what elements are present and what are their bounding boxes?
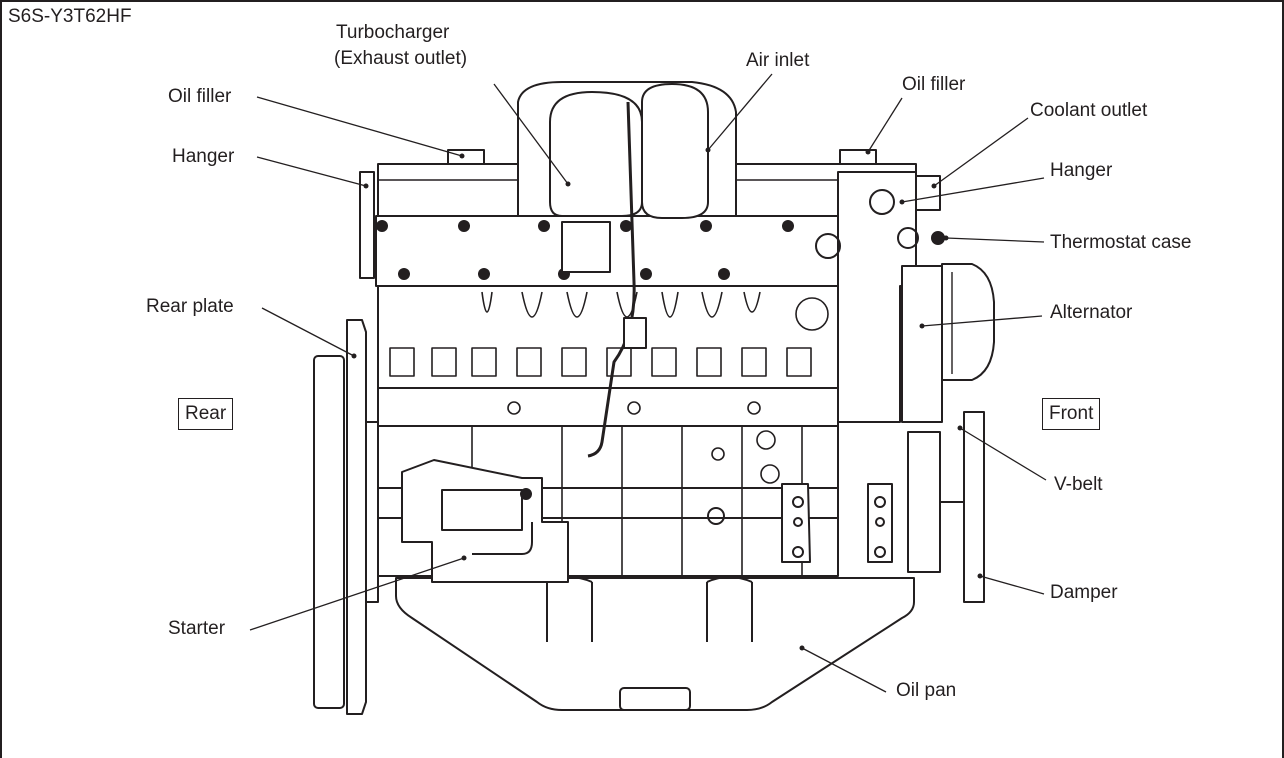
label-oil-pan: Oil pan (896, 680, 957, 701)
label-exhaust-outlet: (Exhaust outlet) (334, 48, 468, 69)
block-holes (507, 297, 829, 484)
label-v-belt: V-belt (1054, 474, 1103, 495)
block-ribs (481, 291, 761, 318)
coolant-outlet-part (915, 175, 941, 211)
rear-plate-part (346, 319, 367, 715)
label-damper: Damper (1050, 582, 1118, 603)
label-coolant-outlet: Coolant outlet (1030, 100, 1148, 121)
label-alternator: Alternator (1050, 302, 1133, 323)
rear-plate-flange (365, 421, 379, 603)
alternator-part (901, 265, 943, 423)
label-oil-filler-right: Oil filler (902, 74, 966, 95)
leader-lines (249, 73, 1047, 693)
hanger-left (359, 171, 375, 279)
model-code: S6S-Y3T62HF (8, 6, 132, 27)
label-hanger-right: Hanger (1050, 160, 1113, 181)
label-air-inlet: Air inlet (746, 50, 810, 71)
label-rear: Rear (178, 398, 234, 430)
oil-filler-cap-left (447, 149, 485, 165)
label-turbocharger: Turbocharger (336, 22, 450, 43)
label-hanger-left: Hanger (172, 146, 235, 167)
flywheel (313, 355, 345, 709)
manifold-bolts (376, 220, 794, 280)
damper-part (963, 411, 985, 603)
label-thermostat-case: Thermostat case (1050, 232, 1192, 253)
oil-pan (395, 577, 915, 711)
label-starter: Starter (168, 618, 226, 639)
oil-filler-cap-right (839, 149, 877, 165)
label-oil-filler-left: Oil filler (168, 86, 232, 107)
label-rear-plate: Rear plate (146, 296, 234, 317)
label-front: Front (1042, 398, 1101, 430)
block-windows (389, 347, 812, 377)
crank-pulley (907, 431, 941, 573)
